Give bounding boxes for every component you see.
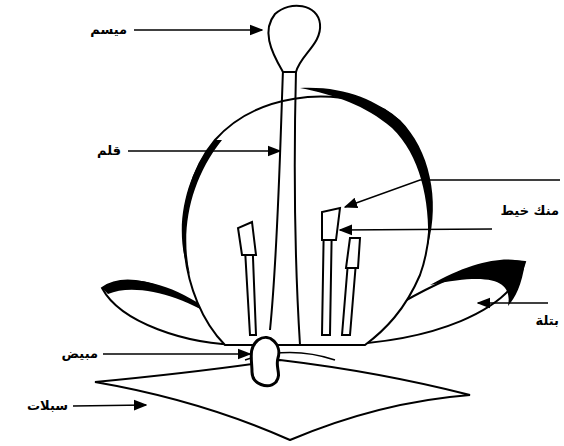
part-label: سبلات [26, 398, 69, 414]
leader-arrow [73, 405, 146, 406]
part-label: منك خيط [499, 203, 560, 219]
part-label: قلم [96, 143, 122, 159]
central-petal-edge [182, 140, 222, 275]
leader-arrow [103, 353, 250, 355]
style [270, 70, 283, 330]
part-label: مبيض [61, 346, 99, 362]
leader-arrow [478, 302, 548, 304]
style [295, 70, 300, 345]
leader-arrow [134, 29, 262, 31]
central-petal-edge [300, 88, 433, 245]
stigma [268, 6, 320, 72]
part-label: بتلة [535, 313, 560, 329]
ovary [251, 338, 279, 386]
stamen [238, 208, 360, 335]
leader-arrow [128, 150, 280, 152]
central-petal [184, 97, 430, 345]
part-label: ميسم [89, 22, 128, 38]
leader-arrow [340, 229, 492, 230]
right-petal-edge [430, 259, 525, 306]
sepals [95, 360, 470, 440]
